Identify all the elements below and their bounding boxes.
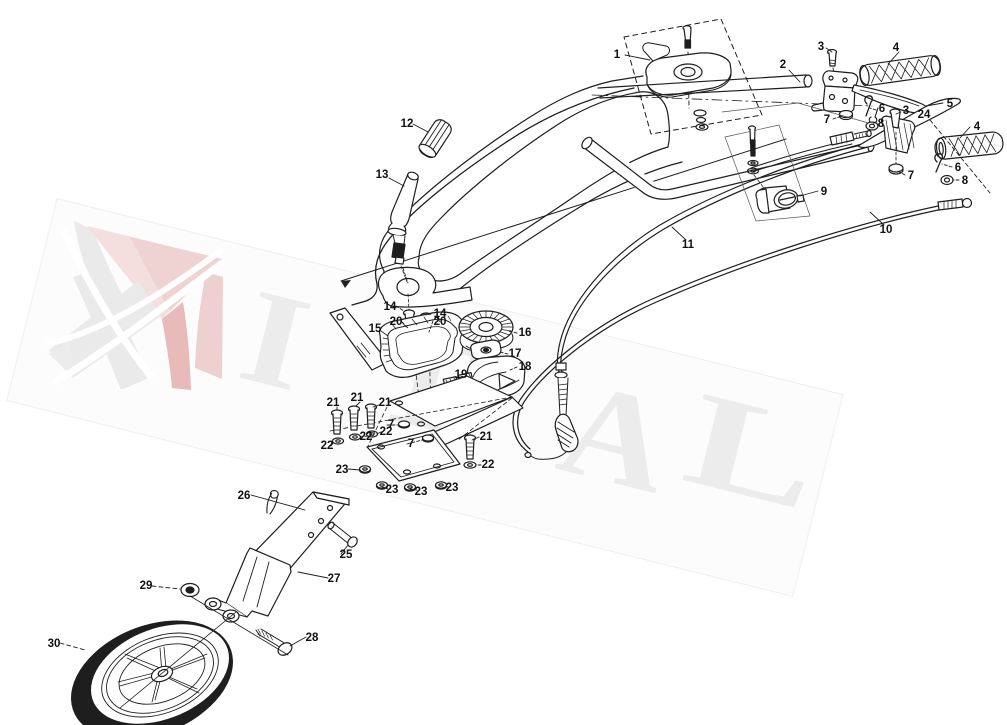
svg-text:15: 15: [369, 323, 382, 335]
svg-text:18: 18: [519, 361, 532, 373]
svg-text:14: 14: [434, 308, 447, 320]
svg-text:7: 7: [908, 170, 914, 182]
svg-text:6: 6: [879, 103, 885, 115]
svg-text:8: 8: [962, 175, 969, 187]
svg-text:27: 27: [328, 573, 341, 585]
svg-text:21: 21: [327, 397, 340, 409]
svg-text:17: 17: [509, 348, 522, 360]
svg-text:30: 30: [48, 638, 61, 650]
svg-text:22: 22: [482, 459, 495, 471]
svg-text:28: 28: [306, 632, 319, 644]
svg-text:1: 1: [614, 49, 621, 61]
svg-text:3: 3: [818, 41, 824, 53]
svg-text:7: 7: [388, 419, 394, 431]
svg-text:10: 10: [880, 224, 893, 236]
svg-text:24: 24: [918, 109, 931, 121]
svg-text:7: 7: [824, 114, 830, 126]
svg-text:3: 3: [903, 105, 909, 117]
svg-text:21: 21: [351, 392, 364, 404]
svg-text:23: 23: [336, 464, 349, 476]
svg-text:4: 4: [974, 121, 981, 133]
svg-text:23: 23: [415, 486, 428, 498]
svg-text:12: 12: [401, 118, 414, 130]
svg-text:22: 22: [380, 426, 393, 438]
svg-text:23: 23: [386, 484, 399, 496]
svg-text:23: 23: [446, 482, 459, 494]
svg-text:21: 21: [480, 431, 493, 443]
svg-text:5: 5: [947, 98, 954, 110]
svg-text:2: 2: [780, 59, 786, 71]
svg-text:4: 4: [893, 42, 900, 54]
svg-text:19: 19: [455, 369, 468, 381]
svg-text:8: 8: [878, 118, 885, 130]
svg-text:21: 21: [379, 397, 392, 409]
svg-text:13: 13: [376, 169, 389, 181]
svg-text:11: 11: [682, 239, 695, 251]
svg-text:22: 22: [360, 431, 373, 443]
svg-text:26: 26: [238, 490, 251, 502]
svg-text:25: 25: [340, 549, 353, 561]
svg-text:7: 7: [408, 438, 414, 450]
svg-text:20: 20: [434, 316, 447, 328]
svg-text:14: 14: [384, 301, 397, 313]
svg-text:6: 6: [955, 162, 961, 174]
svg-text:20: 20: [390, 316, 403, 328]
svg-text:29: 29: [140, 580, 153, 592]
svg-text:9: 9: [821, 186, 827, 198]
svg-text:16: 16: [519, 327, 532, 339]
svg-text:22: 22: [321, 440, 334, 452]
